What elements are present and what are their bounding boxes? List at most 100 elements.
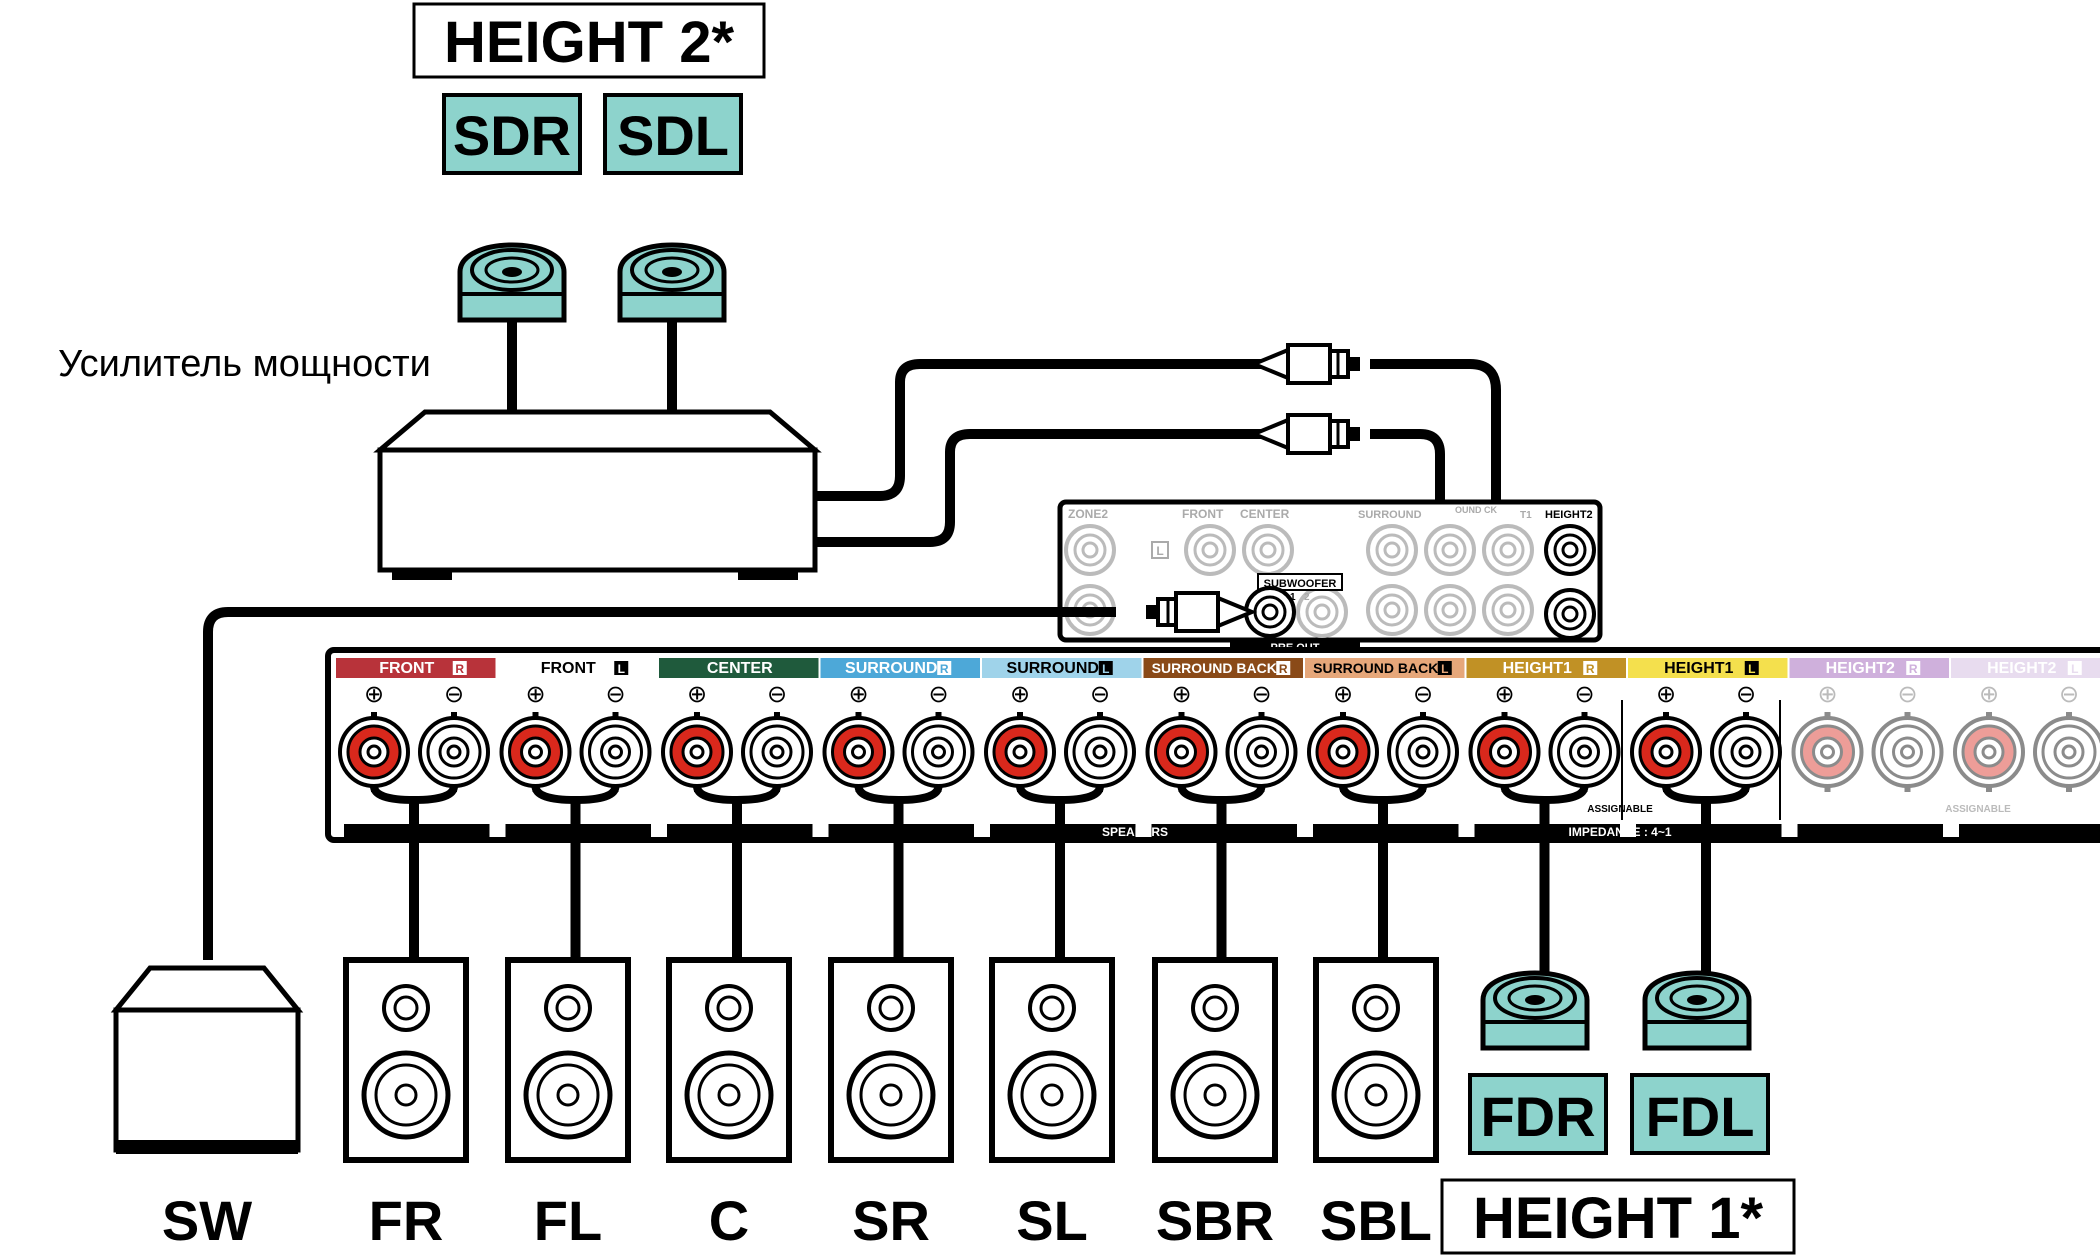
fdl-badge-box: [1630, 1073, 1770, 1155]
speakers-caption: SPEAKERS: [1102, 825, 1168, 839]
sr-label: SR: [852, 1189, 930, 1252]
channel-11: HEIGHT2 L: [1951, 658, 2100, 678]
minus-sign: ⊖: [1413, 680, 1433, 708]
channel-9: HEIGHT1 L: [1628, 658, 1788, 678]
minus-sign: ⊖: [1090, 680, 1110, 708]
sdr-speaker-icon: [460, 245, 564, 320]
channel-label: SURROUND BACK: [1152, 660, 1277, 676]
fdl-speaker-icon: [1645, 973, 1749, 1048]
speaker-cable: [531, 785, 620, 960]
sw-label: SW: [162, 1189, 252, 1252]
plus-sign: ⊕: [1656, 680, 1676, 708]
sub1-label: 1: [1290, 592, 1296, 603]
subwoofer-label: SUBWOOFER: [1264, 578, 1337, 590]
channel-label: HEIGHT1: [1664, 660, 1733, 677]
sdr-label: SDR: [453, 104, 571, 167]
channel-label: CENTER: [707, 660, 773, 677]
height1-title: HEIGHT 1*: [1473, 1186, 1763, 1251]
preout-surround-label: SURROUND: [1358, 509, 1422, 521]
sr-speaker-icon: [831, 960, 951, 1160]
channel-mark: R: [1279, 662, 1288, 676]
channel-mark: R: [940, 662, 949, 676]
sl-speaker-icon: [992, 960, 1112, 1160]
channel-mark: L: [1748, 662, 1755, 676]
minus-sign: ⊖: [928, 680, 948, 708]
minus-sign: ⊖: [2059, 680, 2079, 708]
plus-sign: ⊕: [1171, 680, 1191, 708]
terminal-pair: [1468, 712, 1621, 792]
sdr-badge-box: [442, 93, 582, 175]
speaker-cable: [693, 785, 781, 960]
speaker-cable: [1662, 785, 1750, 972]
channel-mark: L: [618, 662, 625, 676]
channel-mark: R: [455, 662, 464, 676]
channel-label: SURROUND: [1007, 660, 1099, 677]
height2-r-jack: [1544, 524, 1596, 576]
sdl-speaker-icon: [620, 245, 724, 320]
power-amplifier-icon: [373, 409, 822, 580]
channel-8: HEIGHT1 R: [1466, 658, 1626, 678]
assignable-label-2: ASSIGNABLE: [1945, 804, 2011, 815]
preout-height1-label: T1: [1520, 510, 1532, 521]
channel-3: CENTER: [659, 658, 819, 678]
fl-speaker-icon: [508, 960, 628, 1160]
channel-mark: L: [2071, 662, 2078, 676]
fr-speaker-icon: [346, 960, 466, 1160]
sbl-speaker-icon: [1316, 960, 1436, 1160]
plus-sign: ⊕: [687, 680, 707, 708]
channel-mark: R: [1909, 662, 1918, 676]
terminal-pair: [338, 712, 490, 792]
channel-label: SURROUND: [845, 660, 937, 677]
height2-l-jack: [1544, 588, 1596, 640]
sbl-label: SBL: [1320, 1189, 1432, 1252]
terminal-pair: [499, 712, 652, 792]
channel-label: HEIGHT2: [1826, 660, 1895, 677]
height1-group: FDR FDL HEIGHT 1*: [1440, 1073, 1796, 1255]
channel-mark: L: [1102, 662, 1109, 676]
minus-sign: ⊖: [1736, 680, 1756, 708]
zone2-label: ZONE2: [1068, 507, 1108, 521]
plus-sign: ⊕: [1494, 680, 1514, 708]
minus-sign: ⊖: [605, 680, 625, 708]
fdl-label: FDL: [1646, 1085, 1755, 1148]
assignable-label-1: ASSIGNABLE: [1587, 804, 1653, 815]
speaker-cable: [370, 785, 458, 960]
sub2-label: 2: [1304, 592, 1310, 603]
impedance-caption: IMPEDANCE : 4~1: [1568, 825, 1671, 839]
subwoofer-icon: [110, 965, 304, 1154]
channel-label: SURROUND BACK: [1313, 660, 1438, 676]
terminal-pair: [1630, 712, 1782, 792]
minus-sign: ⊖: [1574, 680, 1594, 708]
minus-sign: ⊖: [1251, 680, 1271, 708]
speaker-cable: [1339, 785, 1427, 960]
sl-label: SL: [1016, 1189, 1088, 1252]
channel-label: HEIGHT1: [1503, 660, 1572, 677]
speaker-cable: [1500, 785, 1589, 972]
speaker-cable: [854, 785, 943, 960]
terminal-pair: [1145, 712, 1298, 792]
fdr-speaker-icon: [1483, 973, 1587, 1048]
plus-sign: ⊕: [1010, 680, 1030, 708]
terminal-pair: [1791, 712, 1944, 792]
terminal-pair: [822, 712, 975, 792]
preout-center-label: CENTER: [1240, 507, 1290, 521]
preout-front-label: FRONT: [1182, 507, 1224, 521]
plus-sign: ⊕: [1333, 680, 1353, 708]
plus-sign: ⊕: [1979, 680, 1999, 708]
plus-sign: ⊕: [525, 680, 545, 708]
fdr-badge-box: [1468, 1073, 1608, 1155]
preout-height2-label: HEIGHT2: [1545, 509, 1593, 521]
fr-label: FR: [369, 1189, 444, 1252]
terminal-pair: [1307, 712, 1459, 792]
sbr-speaker-icon: [1155, 960, 1275, 1160]
fdr-label: FDR: [1480, 1085, 1595, 1148]
channel-10: HEIGHT2 R: [1789, 658, 1949, 678]
channel-mark: R: [1586, 662, 1595, 676]
sdl-label: SDL: [617, 104, 729, 167]
channel-label: HEIGHT2: [1987, 660, 2056, 677]
